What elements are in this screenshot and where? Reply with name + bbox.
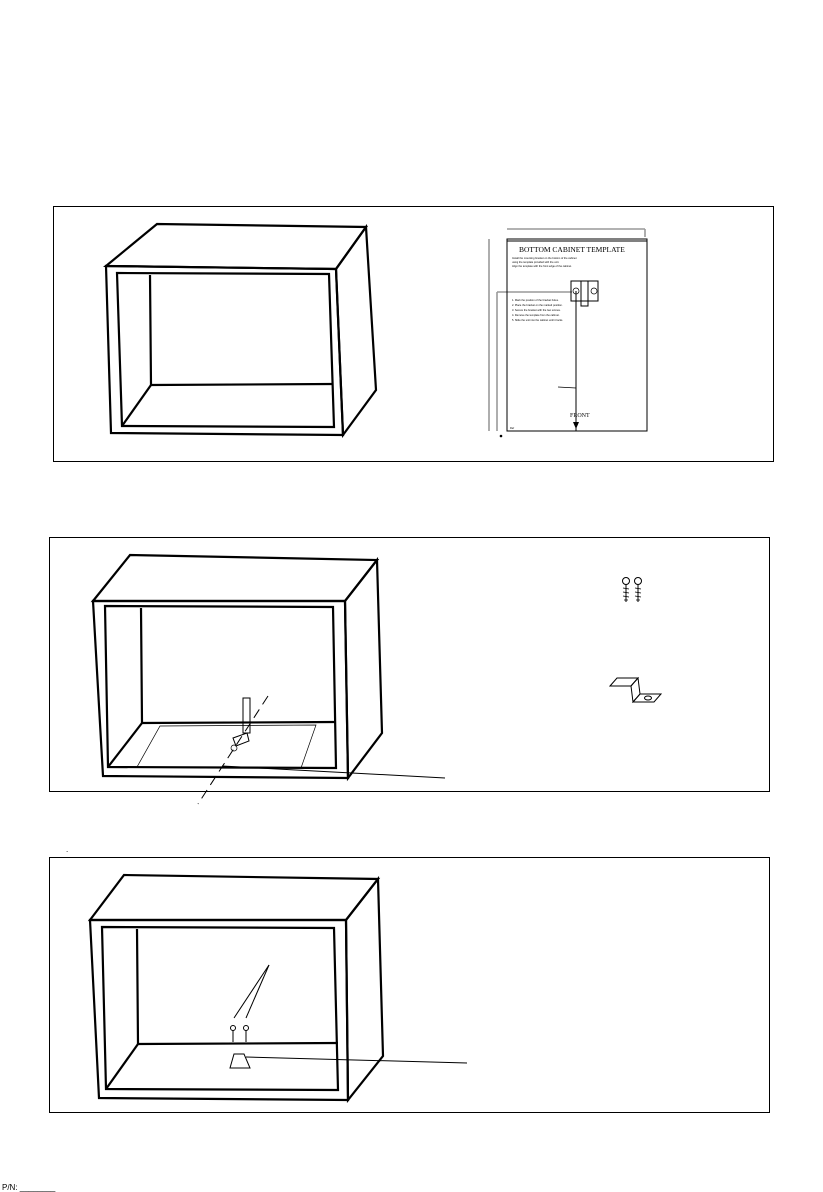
template-instruction: using the template provided with the uni… xyxy=(512,260,559,264)
screws-installed xyxy=(230,964,270,1042)
bottom-cabinet-template: BOTTOM CABINET TEMPLATE Install the moun… xyxy=(488,228,648,438)
stray-mark: . xyxy=(66,845,69,854)
step-2-panel xyxy=(49,537,770,805)
bracket-icon xyxy=(608,676,663,704)
step-1-panel: BOTTOM CABINET TEMPLATE Install the moun… xyxy=(53,206,774,462)
cabinet-illustration xyxy=(90,553,384,782)
callout-leader xyxy=(245,1056,468,1064)
step-2-drawing xyxy=(90,553,663,805)
template-instruction: 3. Secure the bracket with the two screw… xyxy=(512,308,561,312)
page-footer: P/N: ________ xyxy=(2,1183,56,1192)
step-1-drawing: BOTTOM CABINET TEMPLATE Install the moun… xyxy=(102,222,648,439)
template-instruction: Install the mounting bracket on the bott… xyxy=(512,256,577,260)
template-instruction: 1. Mark the position of the bracket hole… xyxy=(512,298,559,302)
cabinet-illustration xyxy=(87,873,385,1104)
template-instruction: 5. Slide the unit into the cabinet until… xyxy=(512,318,563,322)
front-label: FRONT xyxy=(570,413,590,419)
template-title: BOTTOM CABINET TEMPLATE xyxy=(519,245,625,254)
template-on-cabinet-floor xyxy=(136,724,317,769)
bracket-being-installed xyxy=(197,695,269,805)
step-3-drawing xyxy=(87,873,468,1104)
template-corner-note: Ref xyxy=(510,426,514,430)
template-instruction: 4. Remove the template from the cabinet. xyxy=(512,313,560,317)
callout-leader xyxy=(221,765,446,779)
screw-icon xyxy=(622,577,642,602)
bracket-installed xyxy=(229,1053,251,1069)
template-instruction: 2. Place the bracket on the marked posit… xyxy=(512,303,563,307)
step-3-panel xyxy=(49,857,770,1113)
template-instruction: Align the template with the front edge o… xyxy=(512,264,572,268)
cabinet-illustration xyxy=(102,222,378,439)
